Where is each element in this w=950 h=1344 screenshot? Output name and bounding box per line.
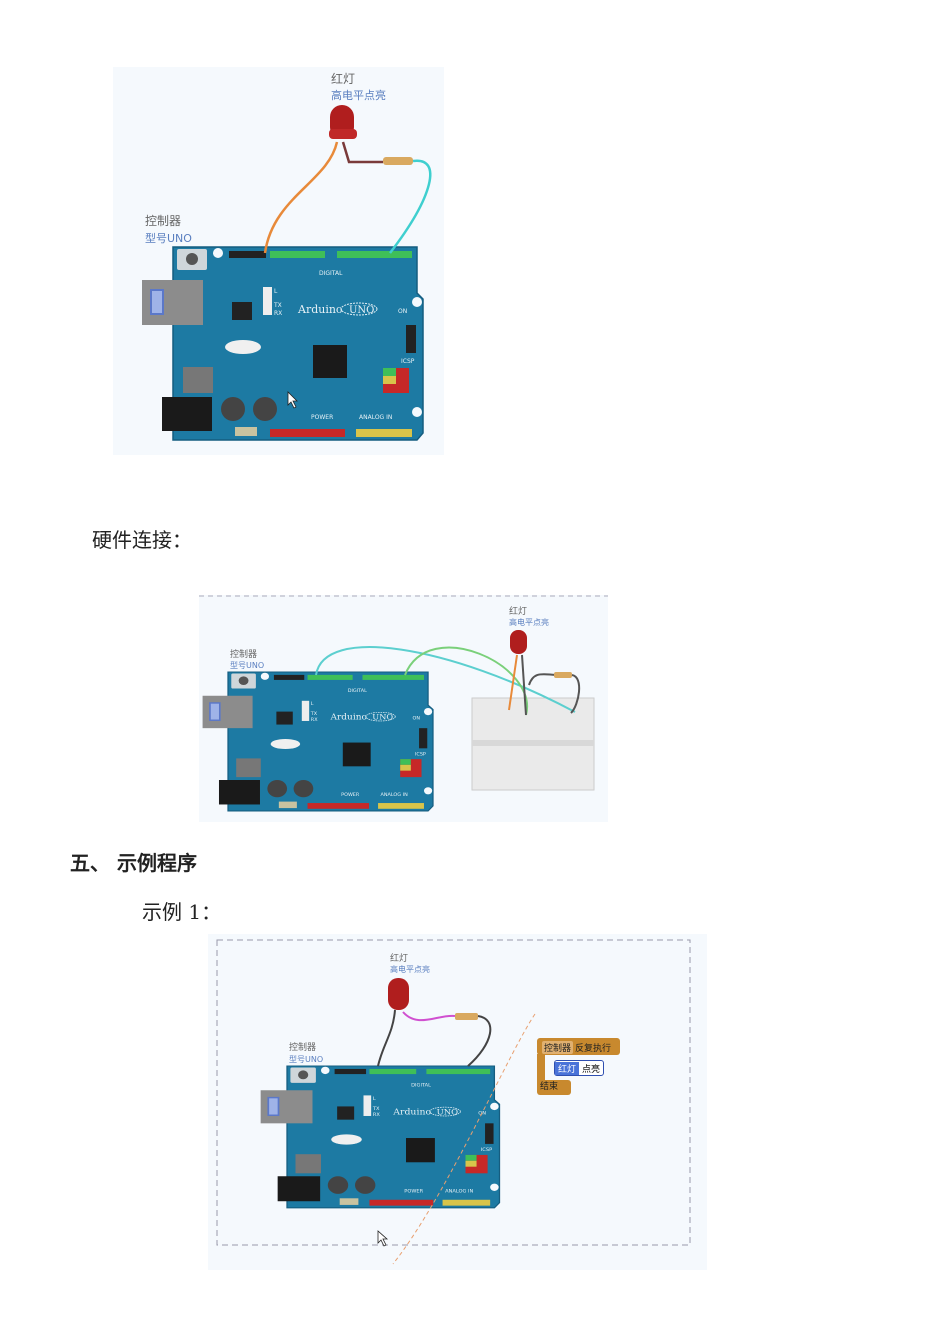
board-l-label: L [274, 288, 278, 295]
loop-block-arm [537, 1054, 545, 1080]
figure-example-program: L TX RX ON Arduino UNO DIGITAL POWER ANA… [208, 934, 707, 1270]
block-loop-label: 反复执行 [575, 1044, 612, 1054]
red-led [510, 630, 527, 654]
figure-circuit-simple: L TX RX ON Arduino UNO DIGITAL POWER ANA… [113, 67, 444, 455]
board-analog-label: ANALOG IN [381, 792, 408, 798]
board-analog-label: ANALOG IN [359, 414, 392, 421]
hardware-connection-label: 硬件连接： [92, 528, 192, 552]
led-on-block[interactable]: 红灯点亮 [554, 1060, 605, 1076]
board-analog-label: ANALOG IN [445, 1189, 474, 1195]
board-model: UNO [372, 713, 393, 721]
cursor-icon [287, 391, 298, 409]
board-model: UNO [349, 305, 374, 316]
controller-name: 控制器 [145, 214, 181, 228]
board-l-label: L [373, 1096, 376, 1102]
board-on-label: ON [398, 308, 407, 315]
resistor [383, 157, 413, 165]
led-name: 红灯 [390, 952, 408, 964]
arduino-board: L TX RX ON Arduino UNO DIGITAL POWER ANA… [142, 246, 424, 441]
led-desc: 高电平点亮 [331, 88, 386, 102]
breadboard [471, 697, 595, 791]
board-tx-label: TX [310, 711, 318, 717]
board-on-label: ON [413, 716, 421, 722]
board-brand: Arduino [297, 303, 343, 316]
board-brand: Arduino [392, 1108, 431, 1117]
controller-model: 型号UNO [289, 1055, 323, 1064]
block-led: 红灯 [555, 1061, 580, 1075]
controller-name: 控制器 [289, 1041, 316, 1053]
board-rx-label: RX [274, 310, 282, 317]
board-power-label: POWER [341, 792, 360, 798]
figure-circuit-breadboard: L TX RX ON Arduino UNO DIGITAL POWER ANA… [199, 595, 608, 822]
cursor-icon [377, 1230, 389, 1247]
board-digital-label: DIGITAL [348, 688, 368, 694]
board-tx-label: TX [372, 1106, 380, 1112]
board-icsp-label: ICSP [481, 1148, 492, 1154]
board-tx-label: TX [273, 302, 282, 309]
board-model: UNO [437, 1108, 459, 1116]
led-name: 红灯 [509, 605, 527, 617]
arduino-board: L TX RX ON Arduino UNO DIGITAL POWER ANA… [260, 1065, 501, 1209]
board-icsp-label: ICSP [401, 358, 415, 365]
board-digital-label: DIGITAL [411, 1083, 431, 1089]
led-name: 红灯 [331, 71, 355, 86]
led-desc: 高电平点亮 [390, 964, 430, 974]
block-controller: 控制器 [542, 1041, 574, 1054]
section-heading: 五、 示例程序 [70, 851, 197, 875]
board-digital-label: DIGITAL [319, 270, 343, 277]
loop-block[interactable]: 控制器反复执行 [537, 1038, 620, 1055]
example-label: 示例 1： [142, 900, 222, 924]
end-block[interactable]: 结束 [537, 1080, 571, 1095]
board-power-label: POWER [404, 1189, 424, 1195]
board-brand: Arduino [329, 712, 367, 721]
board-l-label: L [311, 701, 314, 707]
board-on-label: ON [478, 1111, 486, 1117]
block-action: 点亮 [582, 1064, 601, 1075]
arduino-board: L TX RX ON Arduino UNO DIGITAL POWER ANA… [202, 671, 434, 812]
red-led [329, 105, 357, 139]
board-power-label: POWER [311, 414, 333, 421]
board-rx-label: RX [373, 1112, 381, 1118]
controller-model: 型号UNO [230, 661, 264, 670]
controller-name: 控制器 [230, 648, 257, 660]
board-rx-label: RX [311, 717, 319, 723]
controller-model: 型号UNO [145, 231, 192, 245]
led-desc: 高电平点亮 [509, 617, 549, 627]
board-icsp-label: ICSP [415, 752, 426, 758]
red-led [388, 978, 409, 1010]
